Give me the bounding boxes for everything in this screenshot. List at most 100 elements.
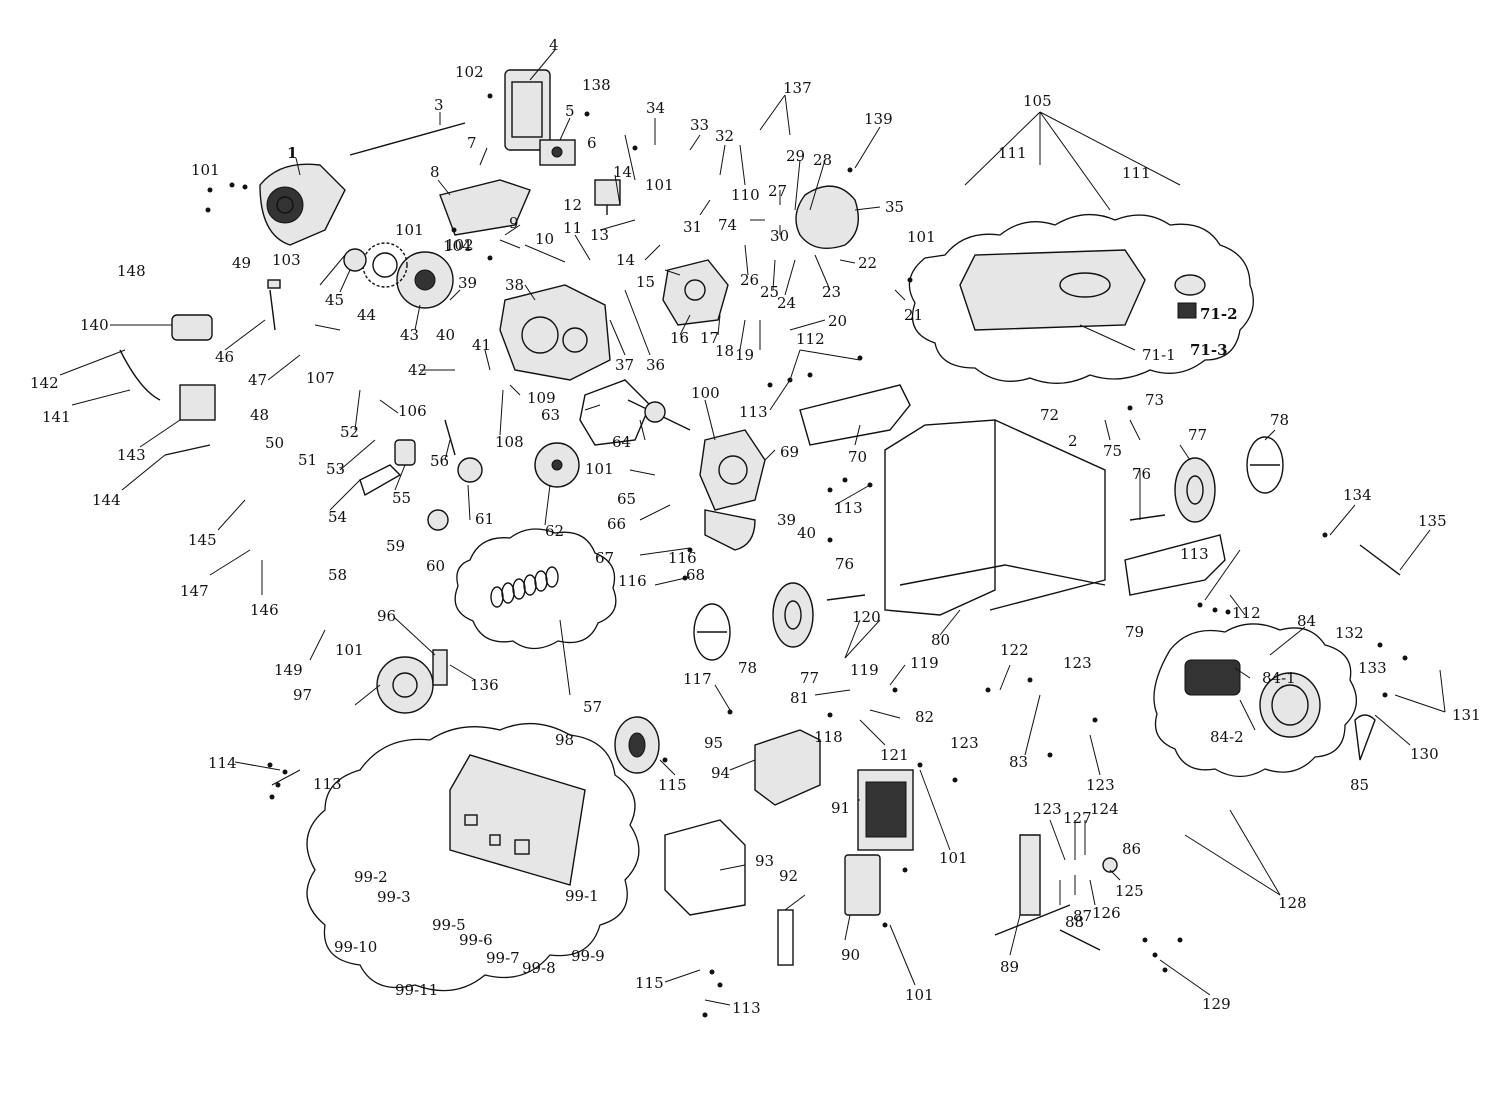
callout-label: 133	[1358, 659, 1387, 677]
callout-label: 99-10	[334, 938, 377, 956]
callout-label: 139	[864, 110, 893, 128]
callout-label: 50	[265, 434, 284, 452]
shaft-part	[349, 122, 466, 156]
callout-label: 112	[1232, 604, 1261, 622]
wheel-part-right	[1174, 457, 1216, 523]
callout-label: 45	[325, 291, 344, 309]
callout-label: 134	[1343, 486, 1372, 504]
callout-label: 115	[635, 974, 664, 992]
callout-label: 82	[915, 708, 934, 726]
callout-label: 110	[731, 186, 760, 204]
callout-label: 101	[585, 460, 614, 478]
callout-label: 29	[786, 147, 805, 165]
callout-label: 78	[1270, 411, 1289, 429]
callout-label: 99-2	[354, 868, 388, 886]
callout-label: 86	[1122, 840, 1141, 858]
callout-label: 113	[739, 403, 768, 421]
callout-label: 115	[658, 776, 687, 794]
callout-label: 46	[215, 348, 234, 366]
callout-label: 1	[287, 144, 297, 162]
callout-label: 13	[590, 226, 609, 244]
fan-part	[614, 716, 660, 774]
callout-label: 17	[700, 329, 719, 347]
callout-label: 83	[1009, 753, 1028, 771]
battery-box-part	[179, 384, 216, 421]
callout-label: 93	[755, 852, 774, 870]
callout-label: 25	[760, 283, 779, 301]
callout-label: 136	[470, 676, 499, 694]
callout-label: 14	[616, 251, 635, 269]
callout-label: 141	[42, 408, 71, 426]
callout-label: 116	[618, 572, 647, 590]
callout-label: 125	[1115, 882, 1144, 900]
grille-part	[857, 769, 914, 851]
callout-label: 3	[434, 96, 444, 114]
engine-block-part	[499, 284, 611, 381]
callout-label: 101	[905, 986, 934, 1004]
callout-label: 132	[1335, 624, 1364, 642]
callout-label: 103	[272, 251, 301, 269]
callout-label: 84-1	[1262, 669, 1296, 687]
callout-label: 36	[646, 356, 665, 374]
callout-label: 131	[1452, 706, 1481, 724]
callout-label: 99-1	[565, 887, 599, 905]
callout-label: 130	[1410, 745, 1439, 763]
fastener-dots	[205, 93, 1408, 1018]
callout-label: 142	[30, 374, 59, 392]
callout-label: 87	[1073, 907, 1092, 925]
callout-label: 127	[1063, 809, 1092, 827]
wheel-part-left	[772, 582, 814, 648]
callout-label: 78	[738, 659, 757, 677]
callout-label: 128	[1278, 894, 1307, 912]
callout-label: 102	[445, 236, 474, 254]
callout-label: 146	[250, 601, 279, 619]
callout-label: 7	[467, 134, 477, 152]
o-ring-set-part	[490, 566, 559, 608]
callout-label: 90	[841, 946, 860, 964]
callout-label: 94	[711, 764, 730, 782]
callout-label: 97	[293, 686, 312, 704]
callout-label: 26	[740, 271, 759, 289]
callout-label: 113	[1180, 545, 1209, 563]
cover-part	[504, 69, 551, 151]
fuel-tank-cloud	[908, 213, 1254, 384]
callout-label: 67	[595, 549, 614, 567]
callout-label: 73	[1145, 391, 1164, 409]
callout-label: 33	[690, 116, 709, 134]
callout-label: 2	[1068, 432, 1078, 450]
cup-part	[343, 248, 367, 272]
end-panel-part	[844, 854, 881, 916]
callout-label: 114	[208, 754, 237, 772]
callout-label: 88	[1065, 913, 1084, 931]
disc-part	[534, 442, 580, 488]
callout-label: 106	[398, 402, 427, 420]
callout-label: 61	[475, 510, 494, 528]
callout-label: 140	[80, 316, 109, 334]
callout-label: 71-2	[1200, 305, 1238, 323]
callout-label: 116	[668, 549, 697, 567]
curved-shield-part	[704, 509, 756, 551]
round-plate-part	[795, 185, 859, 249]
fuel-filter-part	[1177, 302, 1197, 319]
callout-label: 111	[1122, 164, 1151, 182]
callout-label: 60	[426, 557, 445, 575]
callout-label: 101	[335, 641, 364, 659]
callout-label: 43	[400, 326, 419, 344]
callout-label: 99-11	[395, 981, 438, 999]
callout-label: 79	[1125, 623, 1144, 641]
callout-label: 109	[527, 389, 556, 407]
callout-label: 15	[636, 273, 655, 291]
callout-label: 113	[313, 775, 342, 793]
callout-label: 101	[907, 228, 936, 246]
callout-label: 102	[455, 63, 484, 81]
callout-label: 119	[910, 654, 939, 672]
callout-label: 122	[1000, 641, 1029, 659]
callout-label: 63	[541, 406, 560, 424]
callout-label: 27	[768, 182, 787, 200]
callout-label: 143	[117, 446, 146, 464]
callout-label: 124	[1090, 800, 1119, 818]
callout-label: 147	[180, 582, 209, 600]
callout-label: 111	[998, 144, 1027, 162]
crankcase-cover-part	[699, 429, 766, 511]
callout-label: 77	[1188, 426, 1207, 444]
